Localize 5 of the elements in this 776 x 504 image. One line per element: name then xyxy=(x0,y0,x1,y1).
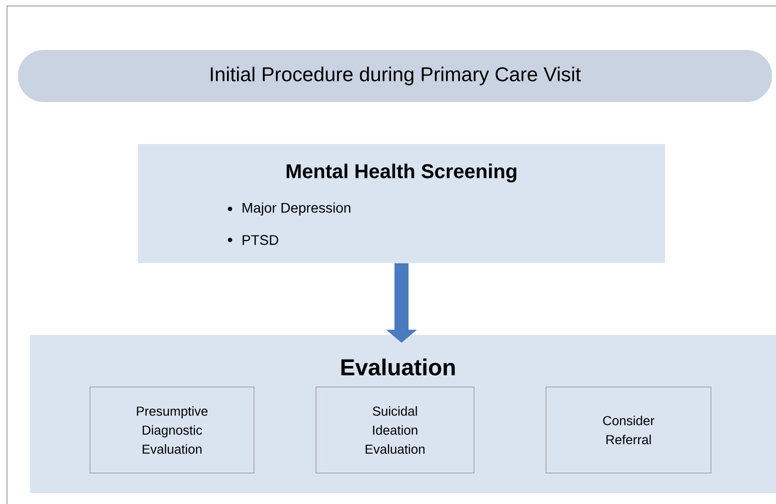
step-box: Consider Referral xyxy=(546,386,712,474)
step-box: Suicidal Ideation Evaluation xyxy=(316,386,474,474)
step-box: Presumptive Diagnostic Evaluation xyxy=(90,386,254,474)
screening-box: Mental Health Screening Major Depression PTSD xyxy=(138,144,665,263)
title-band: Initial Procedure during Primary Care Visit xyxy=(18,50,772,102)
